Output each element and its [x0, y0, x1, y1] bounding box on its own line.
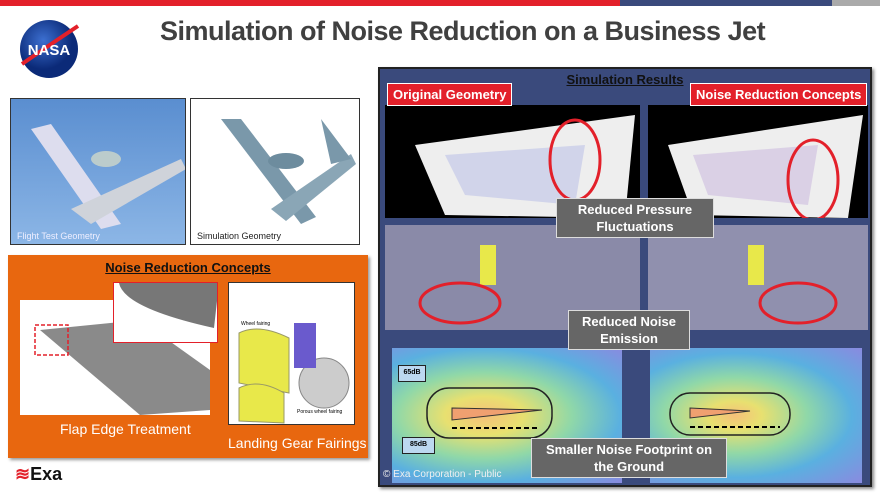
db-label-65: 65dB: [398, 365, 426, 382]
exa-logo: ≋Exa: [15, 464, 63, 484]
db-label-85: 85dB: [402, 437, 435, 454]
simulation-geometry-photo: Simulation Geometry: [190, 98, 360, 245]
flap-edge-inset: [113, 282, 218, 343]
svg-text:NASA: NASA: [28, 42, 71, 59]
nasa-logo: NASA: [18, 18, 80, 80]
noise-reduction-concepts-panel: Noise Reduction Concepts Flap Edge Treat…: [8, 255, 368, 458]
exa-logo-text: Exa: [30, 464, 63, 484]
top-bar-navy: [620, 0, 832, 6]
simulation-geometry-caption: Simulation Geometry: [197, 231, 282, 241]
landing-gear-caption: Landing Gear Fairings: [228, 435, 367, 451]
concepts-title: Noise Reduction Concepts: [105, 260, 271, 275]
flight-test-caption: Flight Test Geometry: [17, 231, 100, 241]
smaller-footprint-callout: Smaller Noise Footprint on the Ground: [531, 438, 727, 478]
reduced-pressure-callout: Reduced Pressure Fluctuations: [556, 198, 714, 238]
flight-test-photo: Flight Test Geometry: [10, 98, 186, 245]
porous-fairing-label: Porous wheel fairing: [297, 409, 343, 415]
top-bar-red: [0, 0, 620, 6]
results-title: Simulation Results: [566, 72, 684, 87]
simulation-results-panel: Simulation Results 65dB 85dB Original Ge…: [378, 67, 872, 487]
original-pressure-image: [385, 105, 640, 218]
page-title: Simulation of Noise Reduction on a Busin…: [160, 16, 766, 46]
reduced-noise-callout: Reduced Noise Emission: [568, 310, 690, 350]
copyright: © Exa Corporation - Public: [383, 469, 502, 480]
original-geometry-label: Original Geometry: [387, 83, 513, 106]
wheel-fairing-label: Wheel fairing: [241, 321, 270, 327]
top-bar-gray: [832, 0, 880, 6]
flap-edge-caption: Flap Edge Treatment: [60, 421, 191, 437]
noise-reduction-concepts-label: Noise Reduction Concepts: [690, 83, 868, 106]
